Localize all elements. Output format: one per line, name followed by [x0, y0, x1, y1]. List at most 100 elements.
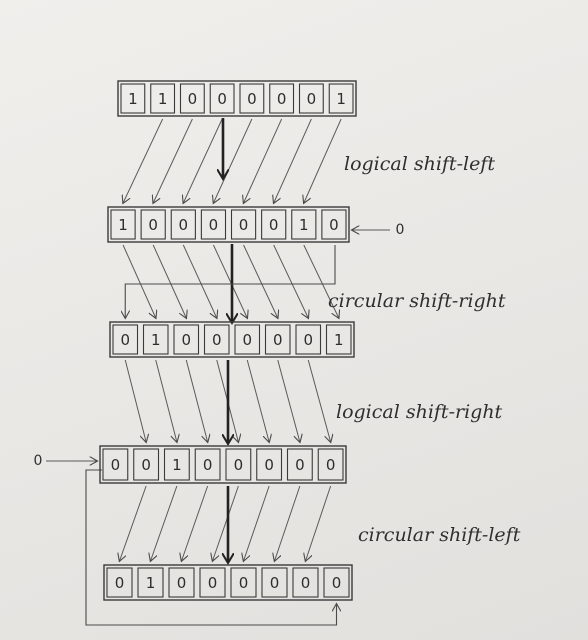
bit-shift-arrow — [304, 118, 342, 203]
bit-value: 0 — [234, 456, 244, 474]
bit-value: 0 — [120, 331, 130, 349]
bit-shift-arrow — [275, 485, 301, 561]
bit-value: 0 — [212, 331, 222, 349]
bit-cell — [325, 324, 352, 355]
bit-shift-arrow — [243, 244, 278, 318]
bit-cell — [234, 324, 261, 355]
label-circular-shift-left: circular shift-left — [358, 524, 521, 546]
bit-value: 0 — [188, 90, 198, 108]
bit-shift-arrow — [212, 244, 247, 318]
bit-value: 0 — [111, 456, 121, 474]
bit-shift-arrow — [213, 485, 239, 561]
bit-value: 0 — [247, 90, 257, 108]
bit-shift-arrow — [273, 244, 309, 318]
bit-value: 0 — [303, 331, 313, 349]
bit-cell — [295, 324, 322, 355]
bit-value: 1 — [158, 90, 168, 108]
fill-zero-left-input: 0 — [34, 453, 43, 469]
register-frame — [117, 80, 357, 117]
bit-shift-arrow — [151, 485, 178, 561]
bit-cell — [292, 567, 319, 598]
bit-cell — [261, 567, 288, 598]
bit-cell — [269, 83, 295, 114]
bit-shift-arrow — [274, 118, 312, 203]
bit-shift-arrow — [123, 118, 164, 203]
bit-value: 0 — [203, 456, 213, 474]
bit-value: 0 — [239, 216, 249, 234]
bit-shift-arrow — [183, 118, 223, 203]
connector-layer — [46, 118, 390, 626]
register-frame — [109, 321, 355, 358]
bit-cell — [264, 324, 291, 355]
bit-value: 1 — [151, 331, 161, 349]
bit-shift-arrow — [120, 485, 147, 561]
label-circular-shift-right: circular shift-right — [328, 290, 506, 312]
bit-shift-arrow — [307, 359, 330, 442]
bit-value: 0 — [326, 456, 336, 474]
bit-value: 1 — [172, 456, 182, 474]
bit-cell — [261, 209, 287, 240]
bit-value: 0 — [209, 216, 219, 234]
bit-shift-arrow — [122, 244, 156, 318]
bit-cell — [298, 83, 324, 114]
label-logical-shift-right: logical shift-right — [336, 401, 503, 423]
bit-cell — [230, 567, 257, 598]
bit-value: 0 — [301, 574, 311, 592]
bit-shift-arrow — [182, 485, 209, 561]
register-frame — [103, 564, 353, 601]
bit-cell — [291, 209, 317, 240]
bit-cell — [168, 567, 195, 598]
bit-cell — [225, 448, 252, 481]
bit-value: 0 — [179, 216, 189, 234]
bit-shift-arrow — [182, 244, 216, 318]
fill-zero-right-input: 0 — [396, 222, 405, 238]
bit-cell — [133, 448, 160, 481]
bit-value: 0 — [239, 574, 249, 592]
bit-cell — [239, 83, 265, 114]
bit-cell — [256, 448, 283, 481]
bit-value: 0 — [208, 574, 218, 592]
bit-value: 0 — [270, 574, 280, 592]
bit-shift-arrow — [213, 118, 253, 203]
bit-cell — [150, 83, 176, 114]
wrap-around-right-wire — [125, 245, 336, 318]
bit-cell — [102, 448, 129, 481]
bit-cell — [230, 209, 257, 240]
bit-value: 0 — [242, 331, 252, 349]
register-frame — [99, 445, 347, 484]
register-frame — [107, 206, 350, 243]
bit-cell — [200, 209, 227, 240]
bit-value: 0 — [264, 456, 274, 474]
bit-cell — [179, 83, 205, 114]
bit-cell — [173, 324, 200, 355]
bit-cell — [321, 209, 347, 240]
bit-shift-arrow — [306, 485, 332, 561]
bit-cell — [323, 567, 350, 598]
bit-value: 0 — [295, 456, 305, 474]
bit-cell — [163, 448, 190, 481]
bit-cell — [286, 448, 313, 481]
bit-value: 0 — [177, 574, 187, 592]
bit-value: 1 — [334, 331, 344, 349]
wrap-around-left-wire — [85, 469, 337, 626]
bit-shift-arrow — [303, 244, 339, 318]
bit-cell — [140, 209, 166, 240]
bit-shift-arrow — [244, 118, 283, 203]
bit-value: 1 — [299, 216, 309, 234]
bit-value: 1 — [128, 90, 138, 108]
bit-shift-arrow — [153, 118, 193, 203]
bit-value: 0 — [273, 331, 283, 349]
bit-value: 0 — [332, 574, 342, 592]
bit-cell — [106, 567, 133, 598]
bit-cell — [328, 83, 354, 114]
bit-shift-arrow — [246, 359, 269, 442]
bit-cell — [137, 567, 164, 598]
bit-cell — [142, 324, 169, 355]
bit-value: 0 — [217, 90, 227, 108]
bit-value: 1 — [118, 216, 128, 234]
